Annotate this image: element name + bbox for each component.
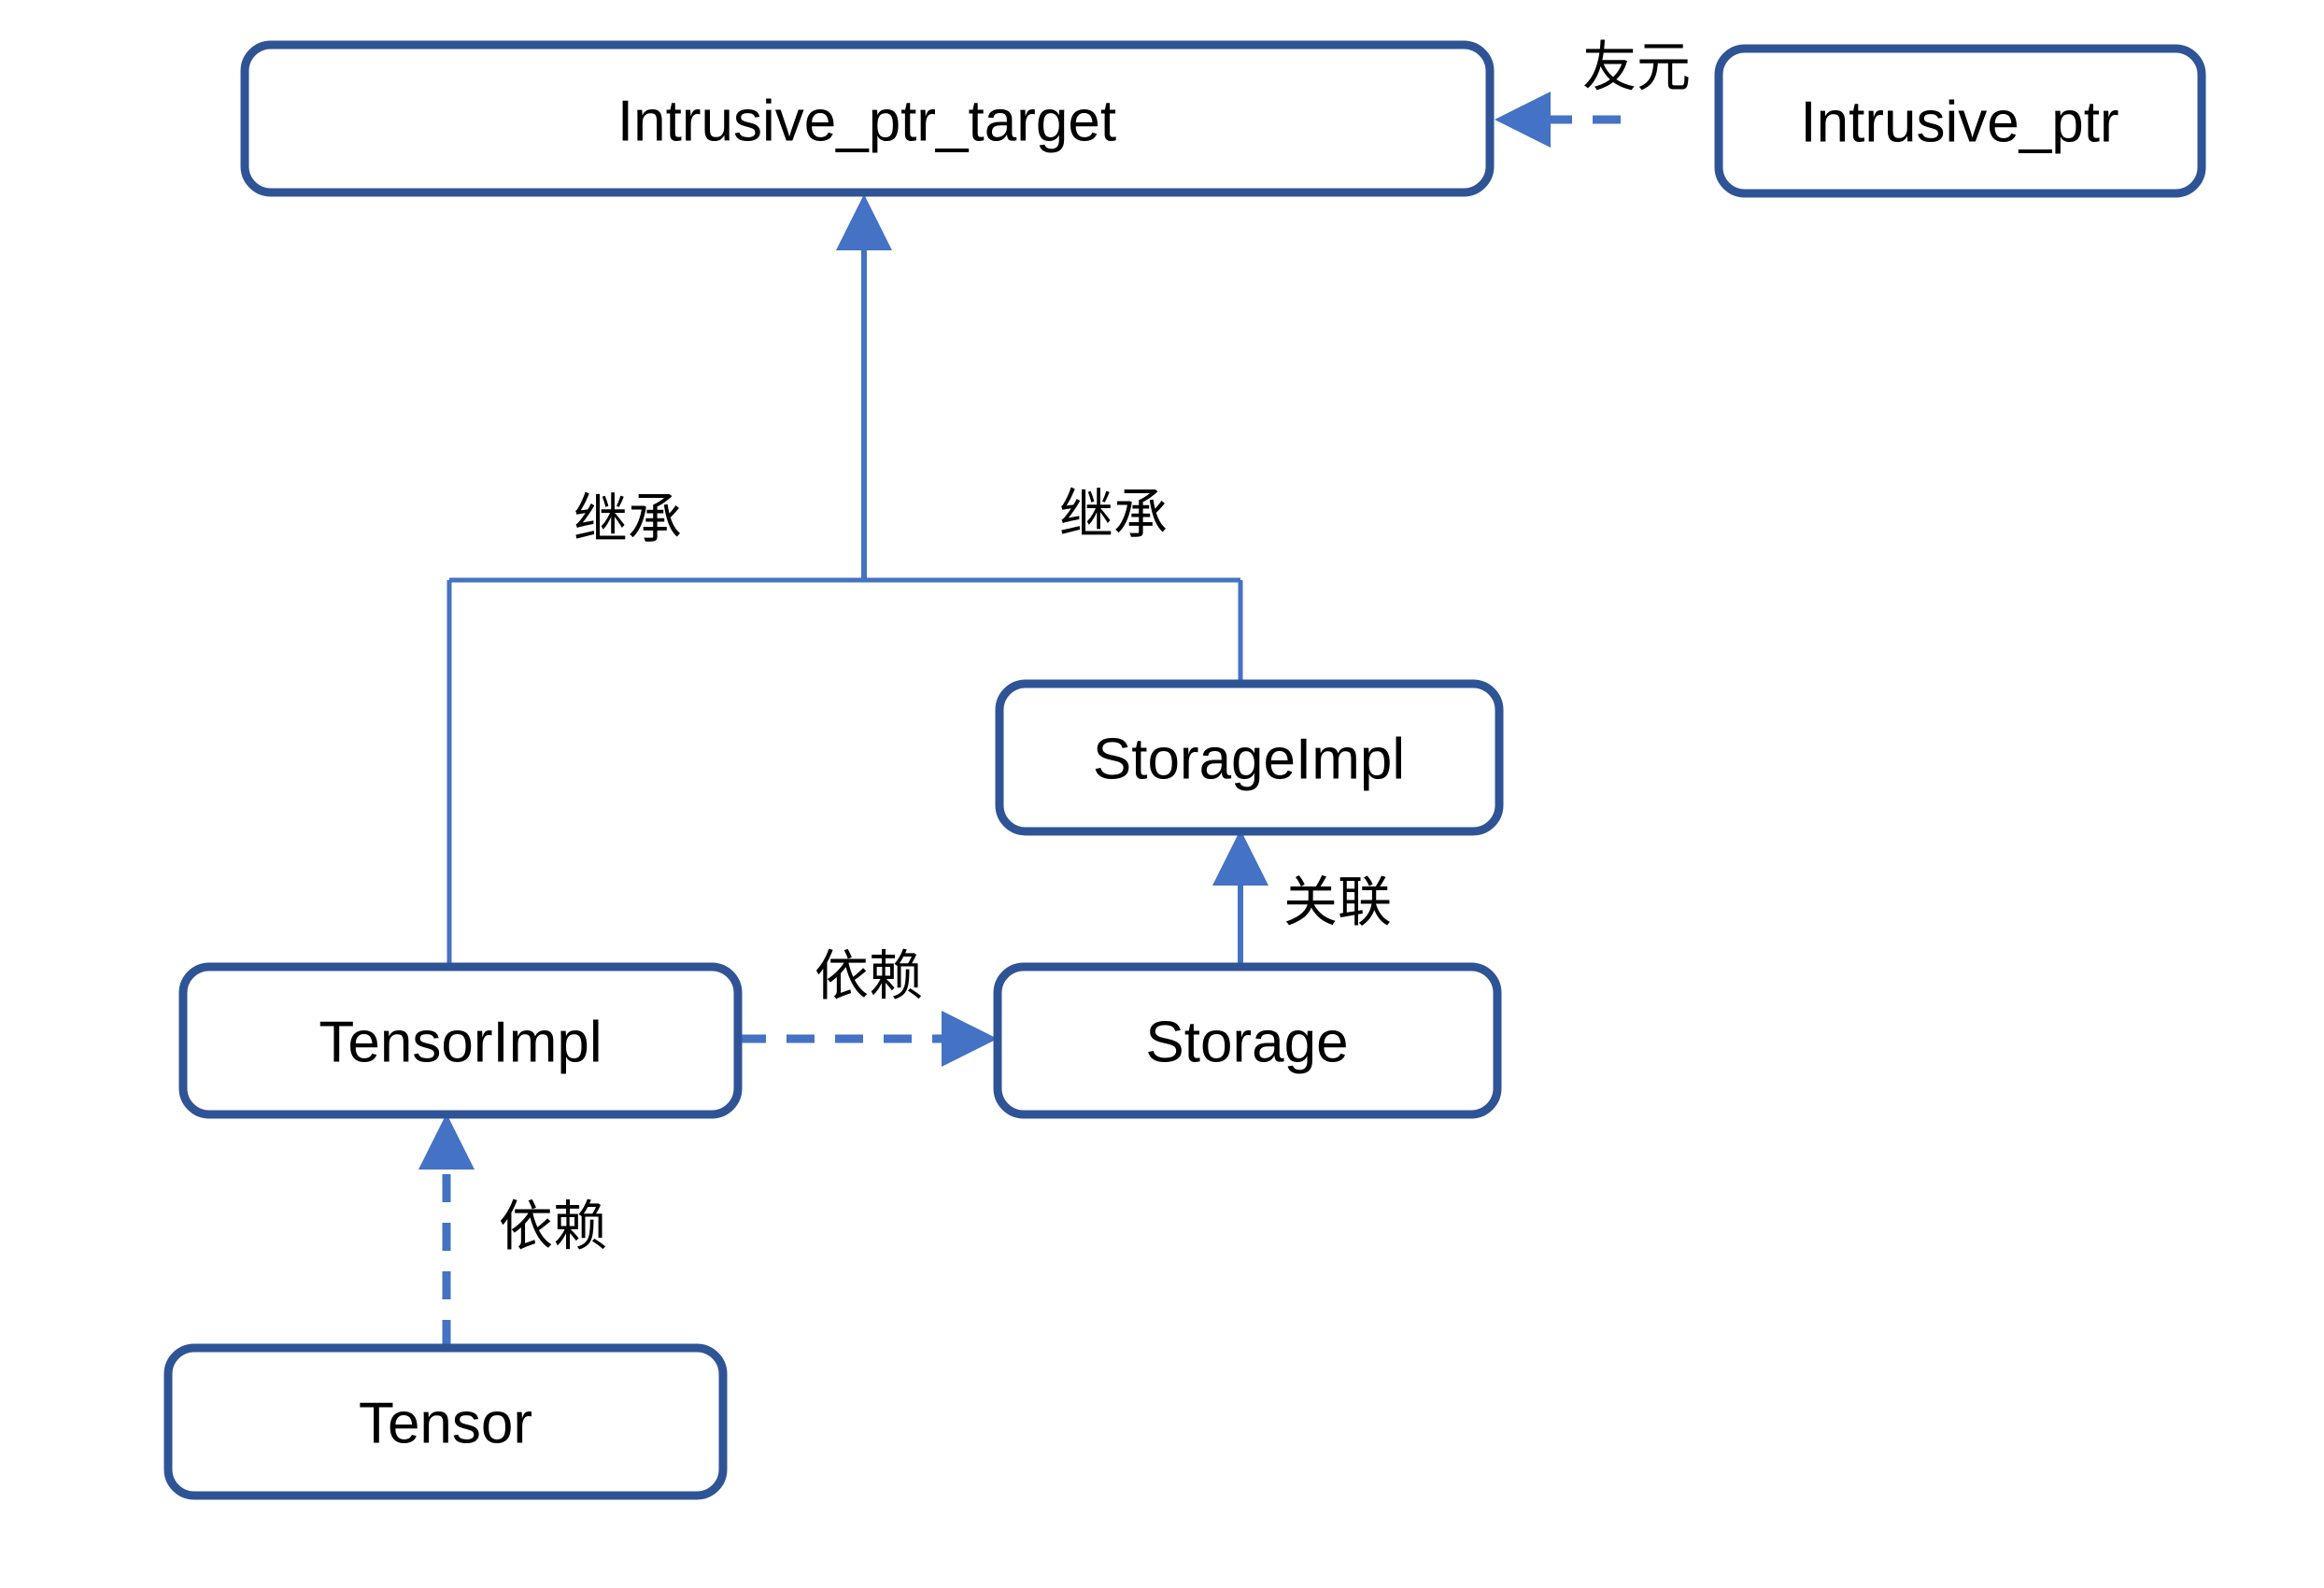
storage-label: Storage	[1145, 1011, 1348, 1075]
node-intrusive-ptr-target[interactable]: Intrusive_ptr_target	[240, 40, 1495, 197]
edge-dependency-tensorimpl-storage	[738, 1011, 998, 1067]
assoc-arrowhead	[1212, 829, 1268, 886]
tensor-impl-box[interactable]	[178, 962, 743, 1119]
dep-tt-arrowhead	[418, 1113, 475, 1170]
tensor-box[interactable]	[163, 1343, 728, 1500]
node-tensor[interactable]: Tensor	[163, 1343, 728, 1500]
node-tensor-impl[interactable]: TensorImpl	[178, 962, 743, 1119]
intrusive-ptr-label: Intrusive_ptr	[1800, 91, 2119, 155]
edge-label-dependency-storage: 依赖	[815, 946, 923, 1007]
edge-dependency-tensor-tensorimpl	[418, 1113, 475, 1348]
tensor-label: Tensor	[359, 1392, 532, 1456]
edge-inheritance-tree	[446, 194, 1243, 967]
edge-friend	[1495, 92, 1621, 148]
node-storage-impl[interactable]: StorageImpl	[995, 679, 1504, 836]
tensor-impl-label: TensorImpl	[319, 1011, 602, 1075]
node-intrusive-ptr[interactable]: Intrusive_ptr	[1714, 44, 2206, 198]
edge-label-association: 关联	[1283, 872, 1392, 933]
intrusive-ptr-target-box[interactable]	[240, 40, 1495, 197]
intrusive-ptr-target-label: Intrusive_ptr_target	[617, 90, 1116, 154]
friend-arrowhead	[1495, 92, 1551, 148]
storage-impl-box[interactable]	[995, 679, 1504, 836]
storage-box[interactable]	[993, 962, 1502, 1119]
intrusive-ptr-box[interactable]	[1714, 44, 2206, 198]
edge-association-storage	[1212, 829, 1268, 967]
edge-label-dependency-tensorimpl: 依赖	[499, 1197, 607, 1257]
dep-ts-arrowhead	[942, 1011, 998, 1067]
edge-label-inherit-tensorimpl: 继承	[574, 489, 682, 550]
edge-label-friend: 友元	[1582, 37, 1691, 98]
edge-label-inherit-storageimpl: 继承	[1059, 485, 1168, 546]
node-storage[interactable]: Storage	[993, 962, 1502, 1119]
inherit-arrowhead	[836, 194, 892, 250]
storage-impl-label: StorageImpl	[1093, 728, 1405, 792]
